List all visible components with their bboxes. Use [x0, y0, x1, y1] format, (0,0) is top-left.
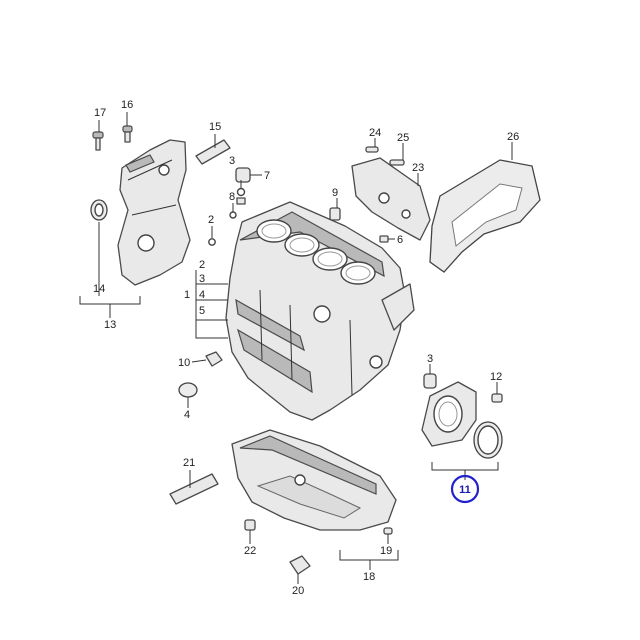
callout-22: 22	[244, 545, 256, 557]
dipstick-tube-21	[169, 473, 219, 505]
callout-26: 26	[507, 131, 519, 143]
bolt-16	[122, 125, 133, 143]
callout-10: 10	[178, 357, 190, 369]
callout-3b: 3	[199, 273, 205, 285]
callout-24: 24	[369, 127, 381, 139]
callout-15: 15	[209, 121, 221, 133]
callout-11: 11	[459, 484, 471, 496]
callout-labels: 17 16 15 7 3 8 2 9 6 24 25 23 26 14 13 2…	[93, 99, 519, 597]
callout-13: 13	[104, 319, 116, 331]
seal-14	[90, 199, 108, 221]
timing-cover	[117, 139, 191, 286]
sensor-10	[205, 351, 223, 367]
callout-5a: 5	[199, 305, 205, 317]
callout-7: 7	[264, 170, 270, 182]
callout-17: 17	[94, 107, 106, 119]
callout-4b: 4	[184, 409, 190, 421]
bolt-17	[92, 131, 104, 151]
bolt-25	[389, 159, 405, 166]
callout-1: 1	[184, 289, 190, 301]
seal-ring-11	[473, 421, 503, 459]
plug-7	[235, 167, 251, 183]
bolt-22	[244, 519, 256, 531]
highlighted-callout-11[interactable]: 11	[450, 474, 480, 504]
leader-lines	[79, 112, 513, 584]
small-parts-2-3	[208, 187, 246, 246]
callout-25: 25	[397, 132, 409, 144]
plug-4	[178, 382, 198, 398]
rear-seal-flange	[421, 381, 477, 447]
callout-4a: 4	[199, 289, 205, 301]
callout-21: 21	[183, 457, 195, 469]
gasket-26	[429, 159, 541, 273]
callout-8: 8	[229, 191, 235, 203]
cylinder-block	[225, 201, 415, 421]
drain-plug-20	[289, 555, 311, 575]
callout-2a: 2	[208, 214, 214, 226]
callout-12: 12	[490, 371, 502, 383]
callout-9: 9	[332, 187, 338, 199]
bolt-24	[365, 146, 379, 153]
pin-6	[379, 235, 389, 243]
bushing-3-right	[423, 373, 437, 389]
callout-3a: 3	[229, 155, 235, 167]
bolt-12	[491, 393, 503, 403]
callout-2b: 2	[199, 259, 205, 271]
bolt-19	[383, 527, 393, 535]
oil-pan	[231, 429, 397, 531]
callout-3c: 3	[427, 353, 433, 365]
bracket-23	[351, 157, 431, 241]
callout-18: 18	[363, 571, 375, 583]
callout-23: 23	[412, 162, 424, 174]
sensor-9	[329, 207, 341, 221]
callout-6: 6	[397, 234, 403, 246]
callout-16: 16	[121, 99, 133, 111]
callout-19: 19	[380, 545, 392, 557]
dowel-15	[195, 139, 231, 165]
callout-20: 20	[292, 585, 304, 597]
callout-14: 14	[93, 283, 105, 295]
